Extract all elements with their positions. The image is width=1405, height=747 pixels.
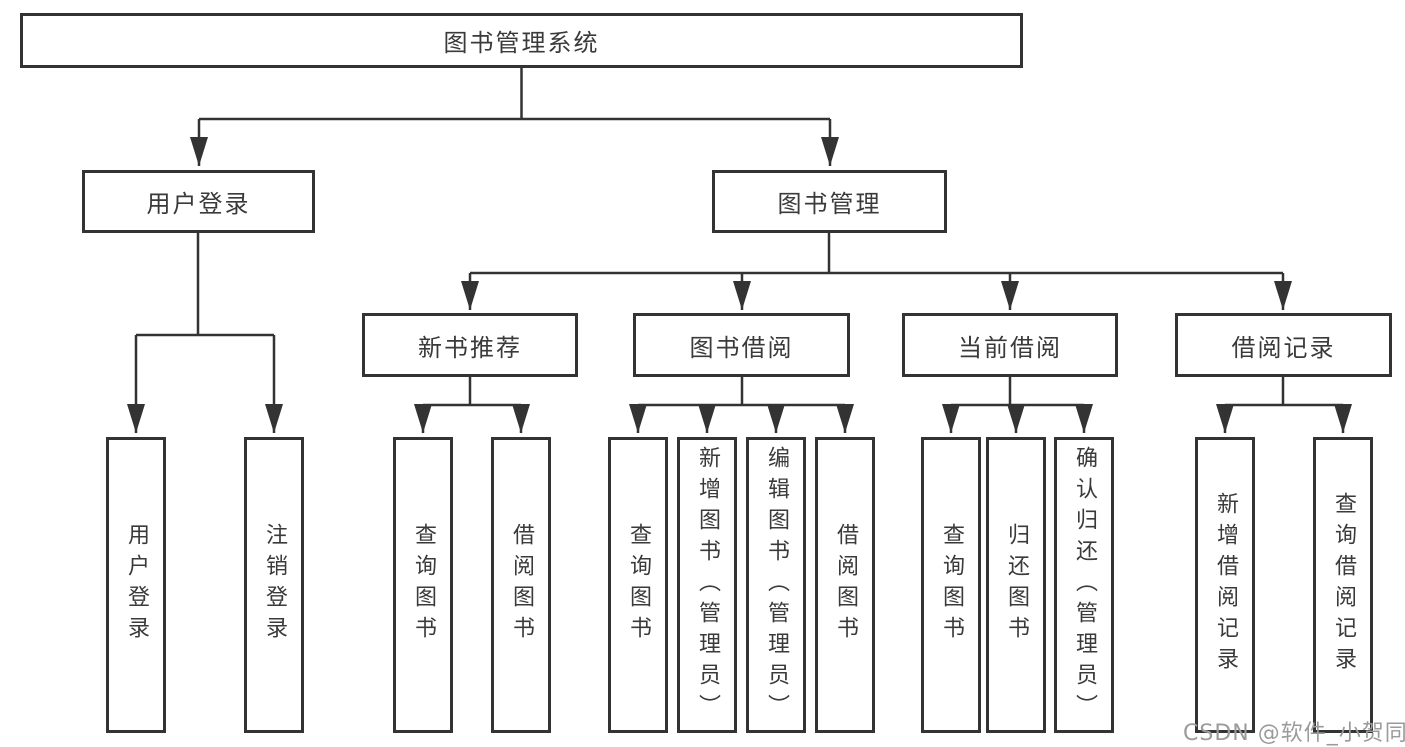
- connector-root: [190, 68, 839, 166]
- connector-current-borrowing: [942, 377, 1093, 433]
- connector-book-borrowing: [629, 377, 854, 433]
- node-borrowing-records: 借阅记录: [1175, 313, 1392, 377]
- node-label: 查询借阅记录: [1331, 492, 1356, 678]
- node-label: 查询图书: [626, 523, 651, 647]
- node-label: 查询图书: [939, 523, 964, 647]
- node-label: 查询图书: [411, 523, 436, 647]
- leaf-query-books-current: 查询图书: [921, 437, 981, 733]
- leaf-query-books-borrowing: 查询图书: [608, 437, 668, 733]
- node-label: 归还图书: [1004, 523, 1029, 647]
- leaf-return-books: 归还图书: [986, 437, 1046, 733]
- node-label: 借阅图书: [509, 523, 534, 647]
- node-label: 新增借阅记录: [1213, 492, 1238, 678]
- leaf-logout: 注销登录: [244, 437, 304, 733]
- node-library-management-system: 图书管理系统: [20, 13, 1023, 68]
- node-label: 图书管理: [777, 190, 882, 218]
- connector-new-book-recommendation: [414, 377, 530, 433]
- leaf-edit-book-admin: 编辑图书（管理员）: [746, 437, 806, 733]
- leaf-query-books-recommend: 查询图书: [393, 437, 453, 733]
- leaf-confirm-return-admin: 确认归还（管理员）: [1054, 437, 1114, 733]
- node-label: 新书推荐: [418, 333, 522, 362]
- connector-borrowing-records: [1216, 377, 1352, 433]
- node-label: 编辑图书（管理员）: [764, 445, 789, 725]
- leaf-borrow-books-recommend: 借阅图书: [491, 437, 551, 733]
- node-label: 用户登录: [146, 190, 251, 218]
- node-new-book-recommendation: 新书推荐: [362, 313, 578, 377]
- leaf-query-borrow-record: 查询借阅记录: [1313, 437, 1373, 733]
- node-label: 新增图书（管理员）: [695, 445, 720, 725]
- csdn-watermark: CSDN @软件_小贺同学: [1183, 721, 1405, 746]
- node-label: 注销登录: [262, 523, 287, 647]
- leaf-add-borrow-record: 新增借阅记录: [1195, 437, 1255, 733]
- leaf-user-login: 用户登录: [106, 437, 166, 733]
- leaf-add-book-admin: 新增图书（管理员）: [677, 437, 737, 733]
- node-user-login: 用户登录: [82, 170, 315, 233]
- node-book-borrowing: 图书借阅: [633, 313, 850, 377]
- connector-user-login: [127, 233, 283, 433]
- node-label: 借阅记录: [1231, 333, 1336, 362]
- connector-book-management: [461, 233, 1292, 310]
- node-label: 确认归还（管理员）: [1072, 445, 1097, 725]
- node-label: 当前借阅: [958, 333, 1062, 362]
- node-label: 借阅图书: [833, 523, 858, 647]
- node-label: 用户登录: [124, 523, 149, 647]
- leaf-borrow-books: 借阅图书: [815, 437, 875, 733]
- node-current-borrowing: 当前借阅: [902, 313, 1118, 377]
- node-label: 图书借阅: [689, 333, 794, 362]
- node-book-management: 图书管理: [712, 170, 947, 233]
- node-label: 图书管理系统: [443, 29, 600, 57]
